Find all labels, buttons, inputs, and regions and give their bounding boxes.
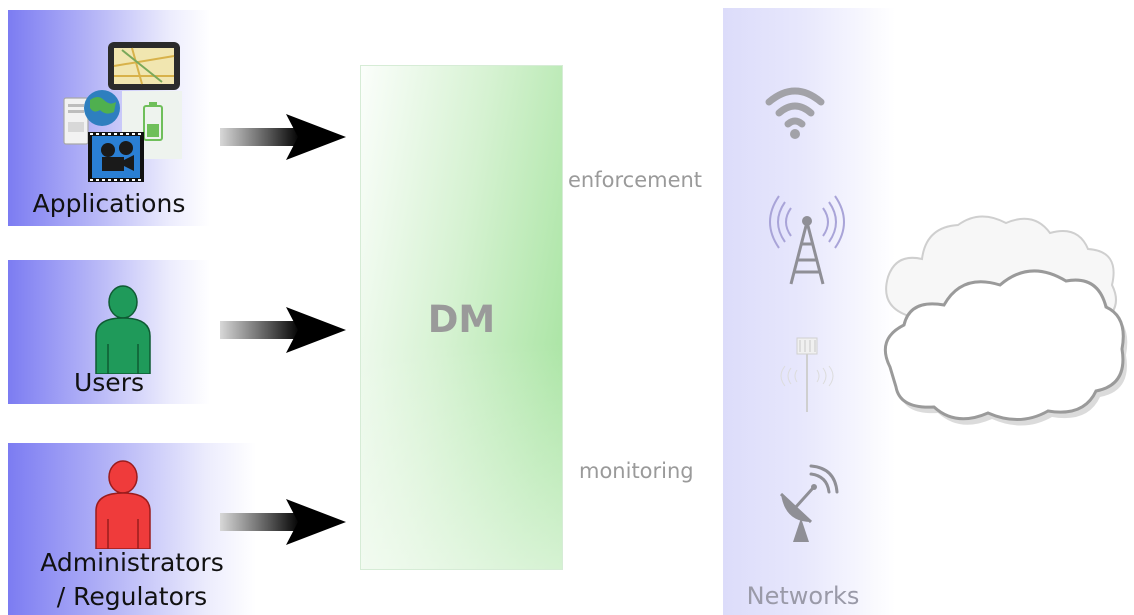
users-panel: Users (8, 260, 210, 404)
enforcement-label: enforcement (568, 168, 703, 192)
arrow-users-to-dm (220, 307, 346, 353)
wifi-icon (765, 87, 825, 139)
applications-panel: Applications (8, 10, 210, 226)
users-label: Users (73, 368, 144, 397)
networks-panel: Networks (723, 8, 895, 615)
dm-title: DM (427, 298, 496, 341)
dm-box: DM (360, 65, 563, 570)
administrators-label: Administrators / Regulators (40, 548, 224, 611)
applications-label: Applications (32, 189, 186, 218)
monitoring-label: monitoring (579, 459, 694, 483)
cell-antenna-icon (780, 337, 834, 412)
administrators-panel: Administrators / Regulators (8, 443, 256, 615)
cloud-icon (883, 215, 1128, 426)
user-red-icon (95, 460, 151, 549)
radio-tower-icon (769, 195, 845, 285)
arrow-administrators-to-dm (220, 499, 346, 545)
apps-collage-icon (63, 42, 182, 182)
arrow-applications-to-dm (220, 114, 346, 160)
user-green-icon (95, 285, 151, 374)
networks-label: Networks (746, 582, 860, 610)
satellite-dish-icon (779, 464, 839, 542)
